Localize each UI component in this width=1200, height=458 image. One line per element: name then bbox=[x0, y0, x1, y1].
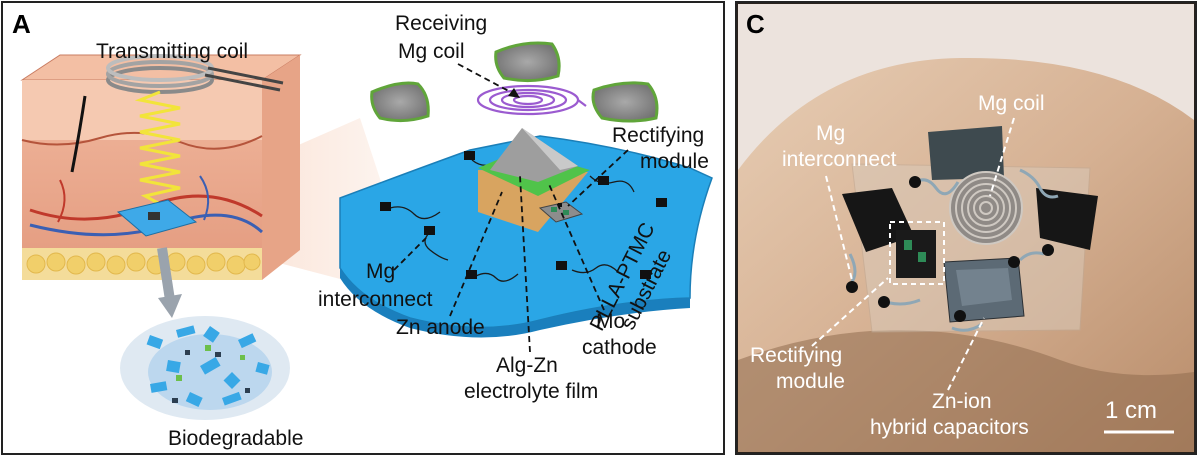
label-rectifying-line1: Rectifying bbox=[612, 124, 704, 147]
capacitor-stack bbox=[478, 128, 590, 232]
top-cushion-left bbox=[370, 81, 430, 123]
label-receiving-line2: Mg coil bbox=[398, 40, 465, 63]
pad bbox=[656, 198, 667, 207]
contact-pads-photo bbox=[846, 176, 1054, 322]
rectifier-highlight-box bbox=[889, 221, 945, 285]
label-zn-anode: Zn anode bbox=[396, 316, 485, 339]
label-mo-line2: cathode bbox=[582, 336, 657, 359]
leader-c-rectifying bbox=[811, 277, 889, 347]
label-mo-line1: Mo bbox=[596, 310, 625, 333]
label-rectifying-line2: module bbox=[640, 150, 709, 173]
pad bbox=[424, 226, 435, 235]
field-zigzag bbox=[134, 90, 181, 206]
substrate-film bbox=[339, 135, 713, 329]
label-alg-line2: electrolyte film bbox=[464, 380, 598, 403]
implant-chip bbox=[148, 212, 160, 220]
leader-zn-anode bbox=[449, 191, 503, 317]
mg-coil-top bbox=[476, 84, 587, 116]
label-mg-line1: Mg bbox=[366, 260, 395, 283]
label-transmitting-coil: Transmitting coil bbox=[96, 40, 248, 63]
substrate-sheet-photo bbox=[851, 163, 1091, 333]
leader-rectifying bbox=[567, 149, 629, 207]
leader-c-mg-interconnect bbox=[825, 175, 853, 281]
panel-c-label: C bbox=[746, 9, 765, 39]
cushion-top bbox=[928, 126, 1004, 180]
pad bbox=[466, 270, 477, 279]
electrode-pads bbox=[380, 151, 667, 279]
panel-a: A bbox=[1, 1, 725, 455]
label-mg-coil: Mg coil bbox=[978, 92, 1045, 115]
label-c-zn-line1: Zn-ion bbox=[932, 390, 992, 413]
label-c-mg-line1: Mg bbox=[816, 122, 845, 145]
degrade-arrow bbox=[157, 247, 175, 301]
label-c-zn-line2: hybrid capacitors bbox=[870, 416, 1029, 439]
panel-c: C bbox=[735, 1, 1197, 455]
leader-mg-interconnect bbox=[393, 237, 427, 271]
label-receiving-line1: Receiving bbox=[395, 12, 487, 35]
scale-bar-label: 1 cm bbox=[1105, 397, 1157, 424]
label-mg-line2: interconnect bbox=[318, 288, 433, 311]
rectifier-chip-photo bbox=[896, 230, 936, 278]
leader-receiving bbox=[457, 63, 519, 97]
pad bbox=[380, 202, 391, 211]
degraded-fragments bbox=[120, 316, 290, 420]
mg-coil-photo bbox=[949, 171, 1023, 245]
label-alg-line1: Alg-Zn bbox=[496, 354, 558, 377]
leader-mo-cathode bbox=[547, 181, 605, 311]
pad bbox=[464, 151, 475, 160]
label-biodegradable: Biodegradable bbox=[168, 427, 303, 450]
pad bbox=[556, 261, 567, 270]
top-cushion-right bbox=[591, 81, 659, 123]
label-c-mg-line2: interconnect bbox=[782, 148, 897, 171]
label-c-rect-line2: module bbox=[776, 370, 845, 393]
pad bbox=[640, 270, 651, 279]
leader-c-zn-ion bbox=[947, 317, 985, 391]
panel-a-label: A bbox=[12, 9, 31, 39]
cushion-right bbox=[1036, 188, 1098, 250]
pad bbox=[598, 176, 609, 185]
interconnect-wires-photo bbox=[848, 168, 1059, 332]
label-c-rect-line1: Rectifying bbox=[750, 344, 842, 367]
top-cushion-middle bbox=[494, 41, 561, 83]
glove-background bbox=[738, 4, 1194, 230]
leader-mg-coil bbox=[989, 117, 1015, 197]
